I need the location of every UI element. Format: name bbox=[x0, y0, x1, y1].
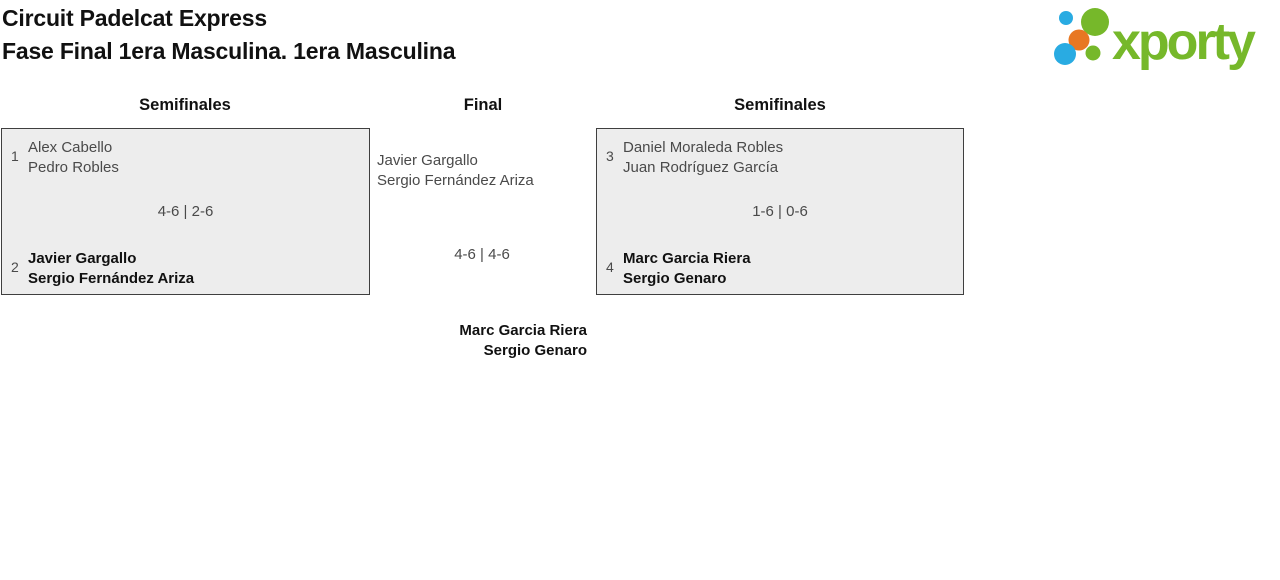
team-pair-winner: Marc Garcia Riera Sergio Genaro bbox=[623, 249, 751, 288]
player-name: Sergio Genaro bbox=[623, 269, 727, 287]
player-name: Sergio Fernández Ariza bbox=[377, 171, 534, 189]
player-name: Pedro Robles bbox=[28, 158, 119, 176]
match-box-semifinal-left: 1 Alex Cabello Pedro Robles 4-6 | 2-6 2 … bbox=[1, 128, 370, 295]
final-team-pair: Javier Gargallo Sergio Fernández Ariza bbox=[377, 151, 589, 190]
team-pair: Daniel Moraleda Robles Juan Rodríguez Ga… bbox=[623, 138, 783, 177]
logo-text: xporty bbox=[1112, 13, 1256, 71]
logo-dot-orange bbox=[1068, 29, 1090, 51]
player-name: Javier Gargallo bbox=[377, 152, 478, 169]
phase-name: Fase Final 1era Masculina. 1era Masculin… bbox=[2, 38, 456, 64]
player-name: Juan Rodríguez García bbox=[623, 158, 779, 176]
match-box-semifinal-right: 3 Daniel Moraleda Robles Juan Rodríguez … bbox=[596, 128, 964, 295]
team-pair-winner: Javier Gargallo Sergio Fernández Ariza bbox=[28, 249, 194, 288]
round-header-final: Final bbox=[463, 96, 503, 114]
player-name: Sergio Genaro bbox=[483, 341, 587, 359]
team-pair: Alex Cabello Pedro Robles bbox=[28, 138, 119, 177]
seed-number: 1 bbox=[11, 148, 19, 164]
player-name: Marc Garcia Riera bbox=[459, 322, 587, 339]
final-match-score: 4-6 | 4-6 bbox=[454, 246, 510, 263]
player-name: Sergio Fernández Ariza bbox=[28, 269, 195, 287]
player-name: Alex Cabello bbox=[28, 139, 113, 156]
page-title: Circuit Padelcat Express Fase Final 1era… bbox=[2, 2, 455, 68]
match-score: 1-6 | 0-6 bbox=[752, 203, 808, 220]
logo-dot-blue-large bbox=[1054, 43, 1076, 65]
player-name: Javier Gargallo bbox=[28, 250, 137, 267]
seed-number: 3 bbox=[606, 148, 614, 164]
player-name: Daniel Moraleda Robles bbox=[623, 139, 784, 156]
round-header-semifinals-right: Semifinales bbox=[734, 96, 826, 114]
tournament-name: Circuit Padelcat Express bbox=[2, 5, 267, 31]
logo-dot-blue-small bbox=[1059, 11, 1073, 25]
match-score: 4-6 | 2-6 bbox=[157, 203, 214, 220]
final-winner-pair: Marc Garcia Riera Sergio Genaro bbox=[377, 321, 587, 360]
xporty-logo-icon: xporty bbox=[1054, 8, 1259, 71]
seed-number: 2 bbox=[11, 259, 19, 275]
logo-dot-green-large bbox=[1081, 8, 1109, 36]
seed-number: 4 bbox=[606, 259, 614, 275]
xporty-logo: xporty bbox=[1046, 1, 1280, 73]
round-header-semifinals-left: Semifinales bbox=[139, 96, 231, 114]
logo-dot-green-small bbox=[1085, 45, 1101, 61]
player-name: Marc Garcia Riera bbox=[623, 250, 751, 267]
